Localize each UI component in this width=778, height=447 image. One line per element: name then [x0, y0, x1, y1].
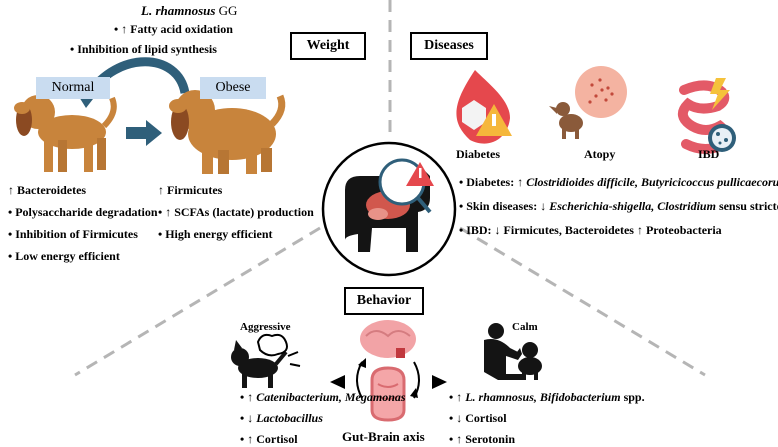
diabetes-microbes-line: • Diabetes: ↑ Clostridioides difficile, … — [459, 175, 778, 189]
aggressive-item-1-species: Catenibacterium, Megamonas — [256, 390, 406, 404]
aggressive-item-1-prefix: • ↑ — [240, 390, 257, 404]
normal-item-1: ↑ Bacteroidetes — [8, 183, 87, 197]
lr-gg-heading: L. rhamnosus GG — [141, 4, 237, 18]
aggressive-item-2-prefix: • ↓ — [240, 411, 257, 425]
calm-label: Calm — [512, 321, 538, 333]
ibd-icon — [677, 78, 736, 154]
normal-item-3: • Inhibition of Firmicutes — [8, 227, 138, 241]
gut-brain-axis-icon — [330, 320, 447, 422]
diabetes-microbes-label: • Diabetes: ↑ — [459, 175, 527, 189]
obese-item-1: ↑ Firmicutes — [158, 183, 223, 197]
normal-dog-icon — [14, 95, 117, 172]
aggressive-item-1: • ↑ Catenibacterium, Megamonas — [240, 390, 406, 404]
skin-microbes-label: • Skin diseases: ↓ — [459, 199, 550, 213]
calm-item-3: • ↑ Serotonin — [449, 432, 515, 446]
right-arrow-icon — [126, 120, 162, 146]
calm-item-1-species: L. rhamnosus, Bifidobacterium — [465, 390, 621, 404]
weight-title: Weight — [290, 32, 366, 60]
aggressive-label: Aggressive — [240, 321, 291, 333]
obese-item-2: • ↑ SCFAs (lactate) production — [158, 205, 314, 219]
normal-label: Normal — [36, 77, 110, 99]
aggressive-item-2-species: Lactobacillus — [256, 411, 323, 425]
section-dividers — [74, 0, 706, 377]
normal-item-4: • Low energy efficient — [8, 249, 120, 263]
ibd-icon-label: IBD — [698, 147, 720, 161]
normal-item-2: • Polysaccharide degradation — [8, 205, 158, 219]
obese-label: Obese — [200, 77, 266, 99]
lr-effect-2: • Inhibition of lipid synthesis — [70, 42, 217, 56]
calm-item-1-suffix: spp. — [620, 390, 645, 404]
diabetes-icon-label: Diabetes — [456, 147, 500, 161]
diabetes-microbes-species: Clostridioides difficile, Butyricicoccus… — [526, 175, 778, 189]
lr-effect-1: • ↑ Fatty acid oxidation — [114, 22, 233, 36]
atopy-icon-label: Atopy — [584, 147, 616, 161]
calm-person-dog-icon — [484, 323, 542, 380]
diseases-title: Diseases — [410, 32, 488, 60]
obese-item-3: • High energy efficient — [158, 227, 273, 241]
ibd-microbes-line: • IBD: ↓ Firmicutes, Bacteroidetes ↑ Pro… — [459, 223, 722, 237]
calm-item-2: • ↓ Cortisol — [449, 411, 507, 425]
aggressive-item-2: • ↓ Lactobacillus — [240, 411, 323, 425]
lr-species-name: L. rhamnosus — [141, 3, 216, 18]
gut-brain-axis-label: Gut-Brain axis — [342, 429, 425, 444]
aggressive-item-3: • ↑ Cortisol — [240, 432, 298, 446]
center-dog-microbiome-icon — [321, 141, 457, 277]
lr-strain-name: GG — [218, 3, 238, 18]
atopy-icon — [549, 66, 627, 139]
skin-microbes-suffix: sensu stricto — [715, 199, 778, 213]
calm-item-1-prefix: • ↑ — [449, 390, 466, 404]
skin-microbes-line: • Skin diseases: ↓ Escherichia-shigella,… — [459, 199, 778, 213]
obese-dog-icon — [169, 90, 286, 174]
calm-item-1: • ↑ L. rhamnosus, Bifidobacterium spp. — [449, 390, 645, 404]
aggressive-dog-icon — [231, 333, 301, 388]
behavior-title: Behavior — [344, 287, 424, 315]
skin-microbes-species: Escherichia-shigella, Clostridium — [549, 199, 716, 213]
